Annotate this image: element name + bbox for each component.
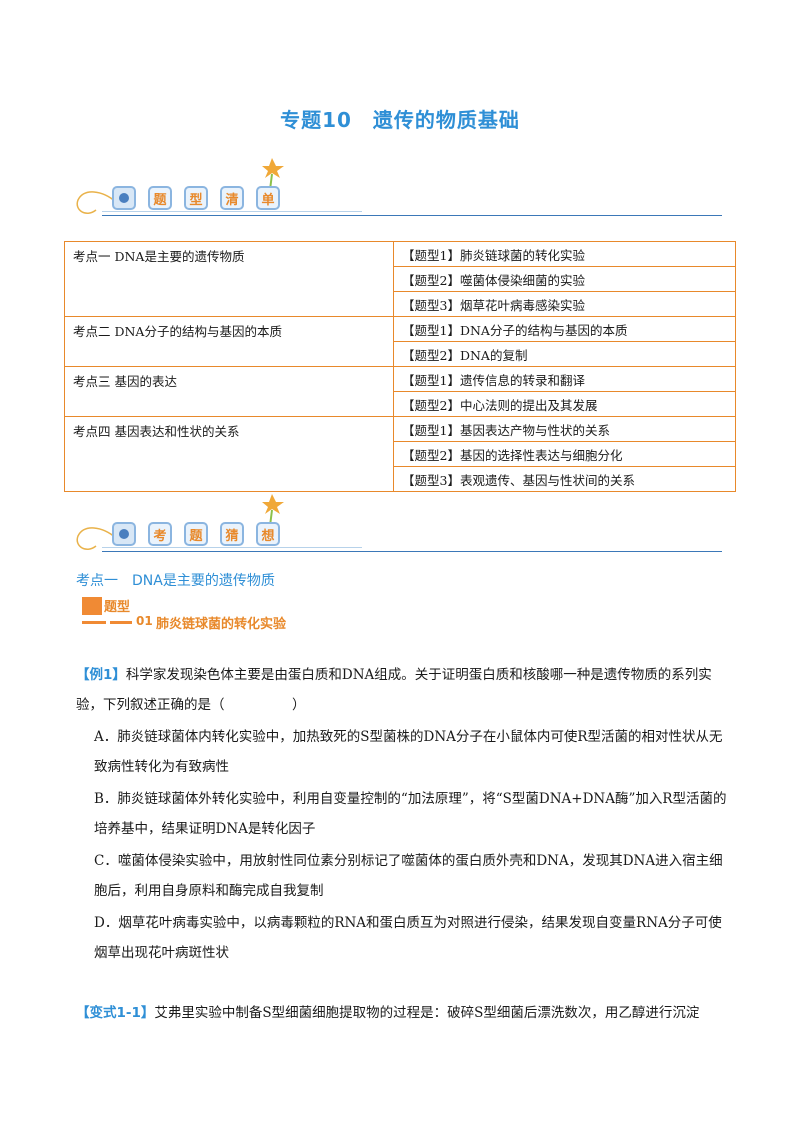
kaodian-cell: 考点三 基因的表达 <box>64 366 394 417</box>
kaodian-heading: 考点一 DNA是主要的遗传物质 <box>76 573 275 589</box>
table-row: 考点四 基因表达和性状的关系 【题型1】基因表达产物与性状的关系 <box>64 416 736 492</box>
table-row: 【题型3】表观遗传、基因与性状间的关系 <box>65 466 736 492</box>
banner-tile: 题 <box>148 186 172 210</box>
tixing-cell: 【题型1】DNA分子的结构与基因的本质 <box>393 316 736 342</box>
option-a: A．肺炎链球菌体内转化实验中，加热致死的S型菌株的DNA分子在小鼠体内可使R型活… <box>94 729 723 775</box>
banner-tile: 型 <box>184 186 208 210</box>
variant-question: 【变式1-1】艾弗里实验中制备S型细菌细胞提取物的过程是：破碎S型细菌后漂洗数次… <box>76 998 732 1028</box>
banner-tile: 想 <box>256 522 280 546</box>
page-title: 专题10 遗传的物质基础 <box>280 108 520 132</box>
table-row: 【题型2】基因的选择性表达与细胞分化 <box>65 441 736 467</box>
table-row: 考点三 基因的表达 【题型1】遗传信息的转录和翻译 <box>64 366 736 417</box>
banner-dot-icon <box>112 522 136 546</box>
banner-dot-icon <box>112 186 136 210</box>
variant-tag: 【变式1-1】 <box>76 1005 155 1021</box>
tixing-cell: 【题型1】遗传信息的转录和翻译 <box>393 366 736 392</box>
tixing-heading: 题型 01 肺炎链球菌的转化实验 <box>82 594 322 634</box>
example-tag: 【例1】 <box>76 667 126 683</box>
tixing-cell: 【题型2】中心法则的提出及其发展 <box>393 391 736 417</box>
tixing-name: 肺炎链球菌的转化实验 <box>156 617 287 632</box>
banner-tile: 考 <box>148 522 172 546</box>
example-stem: 【例1】科学家发现染色体主要是由蛋白质和DNA组成。关于证明蛋白质和核酸哪一种是… <box>76 660 732 720</box>
variant-text: 艾弗里实验中制备S型细菌细胞提取物的过程是：破碎S型细菌后漂洗数次，用乙醇进行沉… <box>154 1005 700 1021</box>
section-banner-kaoti-caixiang: 考 题 猜 想 <box>72 492 722 562</box>
table-row: 【题型2】DNA的复制 <box>65 341 736 367</box>
tixing-number: 01 <box>136 614 153 628</box>
option-d: D．烟草花叶病毒实验中，以病毒颗粒的RNA和蛋白质互为对照进行侵染，结果发现自变… <box>94 915 722 961</box>
tixing-cell: 【题型1】基因表达产物与性状的关系 <box>393 416 736 442</box>
table-row: 【题型3】烟草花叶病毒感染实验 <box>65 291 736 317</box>
option-b: B．肺炎链球菌体外转化实验中，利用自变量控制的“加法原理”，将“S型菌DNA+D… <box>94 791 727 837</box>
banner-tile: 题 <box>184 522 208 546</box>
tixing-cell: 【题型3】烟草花叶病毒感染实验 <box>393 291 736 317</box>
banner-tile: 清 <box>220 186 244 210</box>
overview-table: 考点一 DNA是主要的遗传物质 【题型1】肺炎链球菌的转化实验 【题型2】噬菌体… <box>64 241 736 492</box>
swirl-decoration-icon <box>76 527 117 550</box>
section-banner-tixing-qingdan: 题 型 清 单 <box>72 156 722 226</box>
kaodian-cell: 考点二 DNA分子的结构与基因的本质 <box>64 316 394 367</box>
kaodian-cell: 考点四 基因表达和性状的关系 <box>64 416 394 492</box>
swirl-decoration-icon <box>76 191 117 214</box>
tixing-cell: 【题型2】噬菌体侵染细菌的实验 <box>393 266 736 292</box>
banner-tile: 猜 <box>220 522 244 546</box>
tixing-cell: 【题型2】DNA的复制 <box>393 341 736 367</box>
table-row: 考点二 DNA分子的结构与基因的本质 【题型1】DNA分子的结构与基因的本质 <box>64 316 736 367</box>
tixing-cell: 【题型1】肺炎链球菌的转化实验 <box>393 241 736 267</box>
table-row: 考点一 DNA是主要的遗传物质 【题型1】肺炎链球菌的转化实验 <box>64 241 736 317</box>
banner-tile: 单 <box>256 186 280 210</box>
example-stem-text: 科学家发现染色体主要是由蛋白质和DNA组成。关于证明蛋白质和核酸哪一种是遗传物质… <box>76 667 712 713</box>
option-c: C．噬菌体侵染实验中，用放射性同位素分别标记了噬菌体的蛋白质外壳和DNA，发现其… <box>94 853 723 899</box>
tixing-cell: 【题型2】基因的选择性表达与细胞分化 <box>393 441 736 467</box>
tixing-cell: 【题型3】表观遗传、基因与性状间的关系 <box>393 466 736 492</box>
kaodian-cell: 考点一 DNA是主要的遗传物质 <box>64 241 394 317</box>
tixing-label: 题型 <box>104 600 131 615</box>
table-row: 【题型2】噬菌体侵染细菌的实验 <box>65 266 736 292</box>
